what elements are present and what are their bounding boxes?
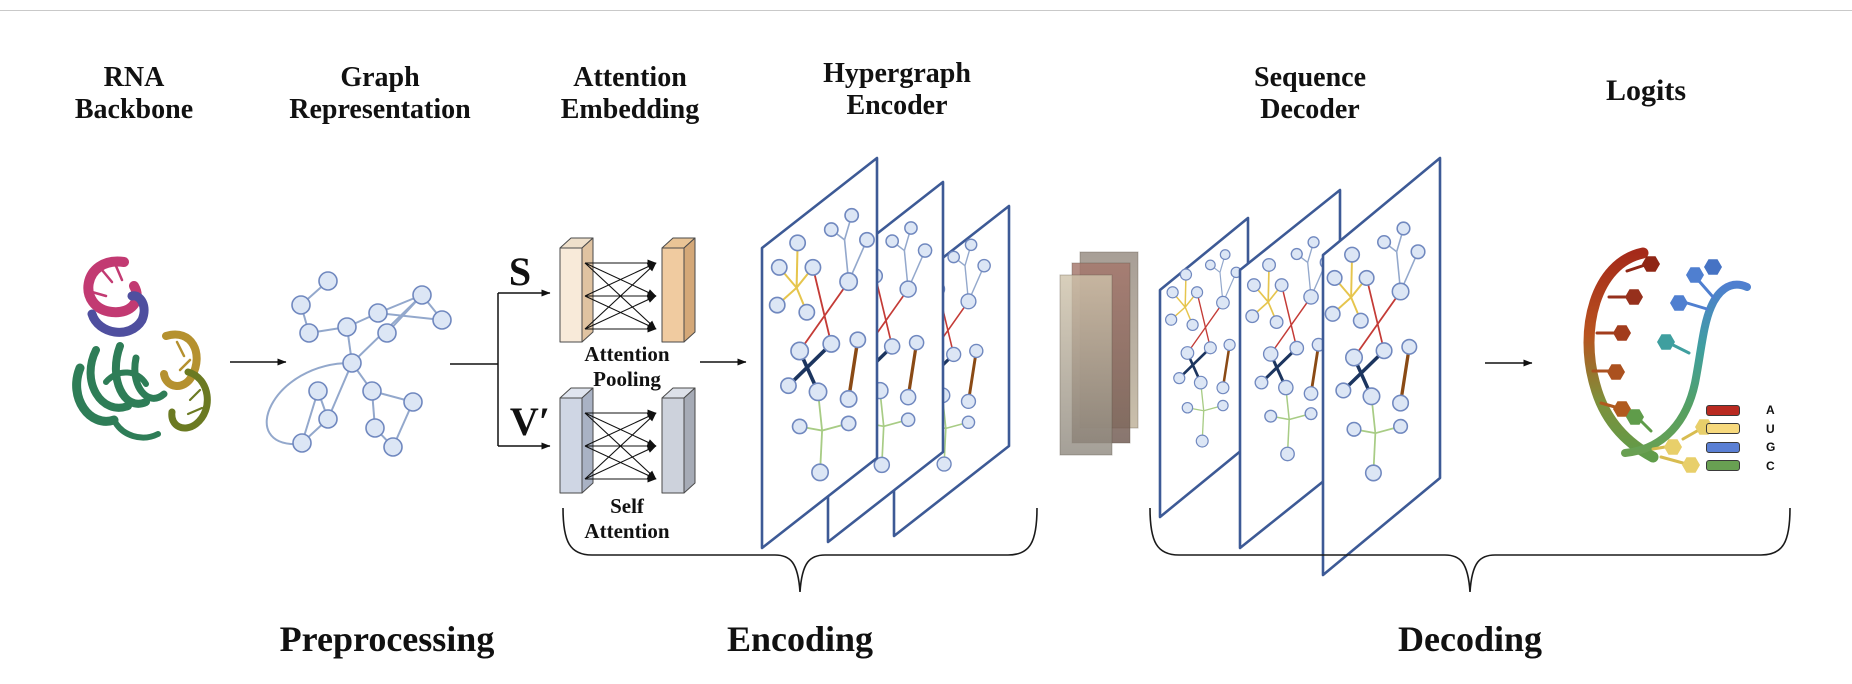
rna-backbone-structure xyxy=(72,256,211,441)
graph-representation-figure xyxy=(265,271,452,457)
self-attention-blocks xyxy=(559,387,696,494)
label-rna-backbone: RNA Backbone xyxy=(74,62,194,125)
label-hypergraph-encoder: Hypergraph Encoder xyxy=(823,58,971,121)
legend-item-a: A xyxy=(1706,401,1775,420)
label-graph-representation: Graph Representation xyxy=(289,62,471,125)
legend-swatch-a xyxy=(1706,404,1740,416)
label-input-s: S xyxy=(508,249,532,294)
legend-label-u: U xyxy=(1766,421,1775,436)
legend-swatch-g xyxy=(1706,441,1740,453)
label-logits: Logits xyxy=(1605,74,1687,107)
latent-feature-layers xyxy=(1059,251,1139,456)
flow-arrows xyxy=(230,289,1533,450)
legend-swatch-u xyxy=(1706,423,1740,435)
legend-item-g: G xyxy=(1706,438,1775,457)
attention-pooling-blocks xyxy=(559,237,696,343)
decoding-brace xyxy=(1149,507,1791,593)
label-sequence-decoder: Sequence Decoder xyxy=(1254,62,1366,125)
label-decoding: Decoding xyxy=(1398,619,1542,659)
legend-label-g: G xyxy=(1766,440,1776,455)
sequence-decoder-panels xyxy=(1158,156,1442,577)
legend-item-u: U xyxy=(1706,420,1775,439)
label-attention-embedding: Attention Embedding xyxy=(560,62,700,125)
attention-cross-arrows xyxy=(584,259,657,483)
legend-label-a: A xyxy=(1766,403,1775,418)
top-divider xyxy=(0,10,1852,11)
encoding-brace xyxy=(562,507,1038,593)
label-encoding: Encoding xyxy=(726,619,874,659)
legend-item-c: C xyxy=(1706,457,1775,476)
label-input-v-prime: V′ xyxy=(509,399,551,444)
label-attention-pooling: Attention Pooling xyxy=(584,342,670,392)
label-self-attention: Self Attention xyxy=(584,494,670,544)
hypergraph-encoder-panels xyxy=(760,156,1011,550)
nucleotide-legend: A U G C xyxy=(1706,401,1775,475)
legend-swatch-c xyxy=(1706,460,1740,472)
legend-label-c: C xyxy=(1766,458,1775,473)
logits-rna-structure xyxy=(1583,247,1751,473)
label-preprocessing: Preprocessing xyxy=(279,619,495,659)
